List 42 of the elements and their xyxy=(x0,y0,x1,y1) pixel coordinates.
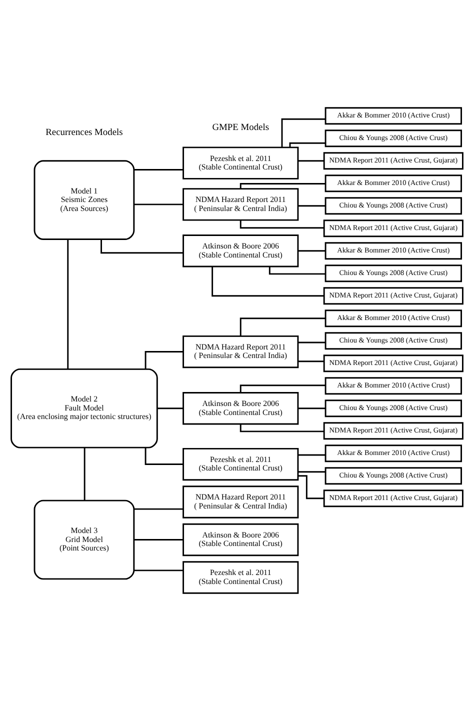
node-box: Pezeshk et al. 2011 (Stable Continental Crust) xyxy=(182,146,299,180)
connector xyxy=(240,183,326,189)
connector xyxy=(298,471,326,473)
connector xyxy=(157,408,184,410)
connector xyxy=(240,424,324,432)
node-box: Model 3 Grid Model (Point Sources) xyxy=(34,500,135,580)
connector xyxy=(144,448,184,465)
connector xyxy=(240,384,326,393)
connector xyxy=(134,204,184,206)
connector xyxy=(298,408,326,410)
node-box: Pezeshk et al. 2011 (Stable Continental Crust) xyxy=(182,448,299,481)
label: GMPE Models xyxy=(212,122,270,133)
connector xyxy=(84,448,86,500)
connector xyxy=(134,539,184,540)
node-box: Model 2 Fault Model (Area enclosing major tectonic structures) xyxy=(10,368,158,448)
node-box: Pezeshk et al. 2011 (Stable Continental Crust) xyxy=(182,561,299,594)
connector xyxy=(298,250,326,252)
connector xyxy=(298,360,324,362)
connector xyxy=(268,266,326,275)
connector xyxy=(144,351,184,370)
connector xyxy=(134,570,184,572)
connector xyxy=(298,475,324,500)
node-box: NDMA Hazard Report 2011 ( Peninsular & Central India) xyxy=(182,335,299,368)
connector xyxy=(240,220,324,229)
connector xyxy=(289,142,326,148)
node-box: Model 1 Seismic Zones (Area Sources) xyxy=(34,160,135,240)
connector xyxy=(67,240,69,370)
node-box: NDMA Hazard Report 2011 ( Peninsular & Central India) xyxy=(182,486,299,518)
label: Recurrences Models xyxy=(46,128,123,138)
connector xyxy=(298,160,324,162)
connector xyxy=(298,454,326,456)
connector xyxy=(212,266,324,297)
node-box: Atkinson & Boore 2006 (Stable Continental Crust) xyxy=(182,234,299,268)
node-box: NDMA Hazard Report 2011 ( Peninsular & Central India) xyxy=(182,188,299,221)
node-box: Atkinson & Boore 2006 (Stable Continental Crust) xyxy=(182,523,299,556)
node-box: Atkinson & Boore 2006 (Stable Continental Crust) xyxy=(182,392,299,425)
connector xyxy=(281,118,326,148)
connector xyxy=(134,169,184,170)
connector xyxy=(134,508,184,510)
connector xyxy=(298,342,326,344)
connector xyxy=(240,318,326,336)
connector xyxy=(298,205,326,207)
